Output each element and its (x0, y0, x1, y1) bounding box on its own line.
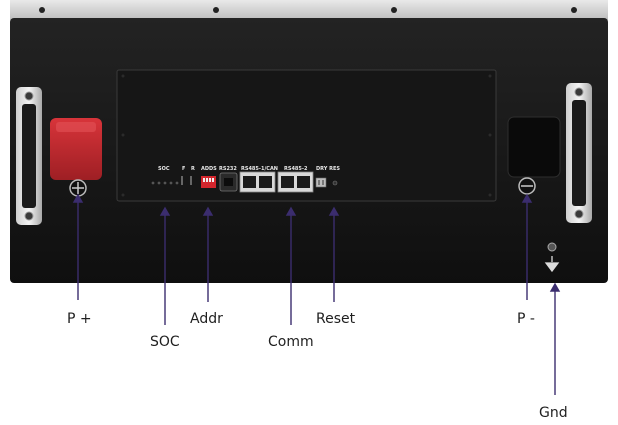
callout-gnd: Gnd (539, 405, 568, 421)
dry-contact-terminal (315, 177, 327, 188)
panel-label-rs485-can: RS485-1/CAN (241, 166, 278, 172)
ground-symbol-icon (544, 256, 560, 273)
rs232-port-socket (224, 178, 233, 186)
panel-label-rs485-2: RS485-2 (284, 166, 308, 172)
status-led-f (181, 176, 183, 185)
positive-terminal (50, 118, 102, 197)
panel-screws (121, 74, 492, 197)
panel-label-adds: ADDS (201, 166, 217, 172)
soc-led-row (151, 181, 179, 185)
top-rail (10, 0, 608, 20)
panel-label-rs232: RS232 (219, 166, 237, 172)
rs485-2-socket-1 (281, 176, 294, 188)
status-led-r (190, 176, 192, 185)
negative-terminal (507, 116, 561, 195)
callout-p-minus: P - (517, 311, 535, 327)
leader-lines (72, 193, 561, 395)
ground-screw (547, 242, 557, 252)
panel-label-soc: SOC (158, 166, 170, 172)
rs485-can-socket-1 (243, 176, 256, 188)
rs485-2-socket-2 (297, 176, 310, 188)
panel-label-f: F (182, 166, 185, 172)
top-rail-screws (39, 7, 577, 13)
reset-button (332, 180, 338, 186)
panel-label-dry-res: DRY RES (316, 166, 340, 172)
callout-reset: Reset (316, 311, 356, 327)
front-panel (116, 69, 497, 202)
right-handle (566, 83, 592, 223)
panel-label-r: R (191, 166, 195, 172)
callout-addr: Addr (190, 311, 223, 327)
callout-soc: SOC (150, 334, 180, 350)
left-handle (16, 87, 42, 225)
callout-p-plus: P + (67, 311, 92, 327)
dip-switch-toggles (203, 178, 214, 182)
rs485-can-socket-2 (259, 176, 272, 188)
callout-comm: Comm (268, 334, 314, 350)
